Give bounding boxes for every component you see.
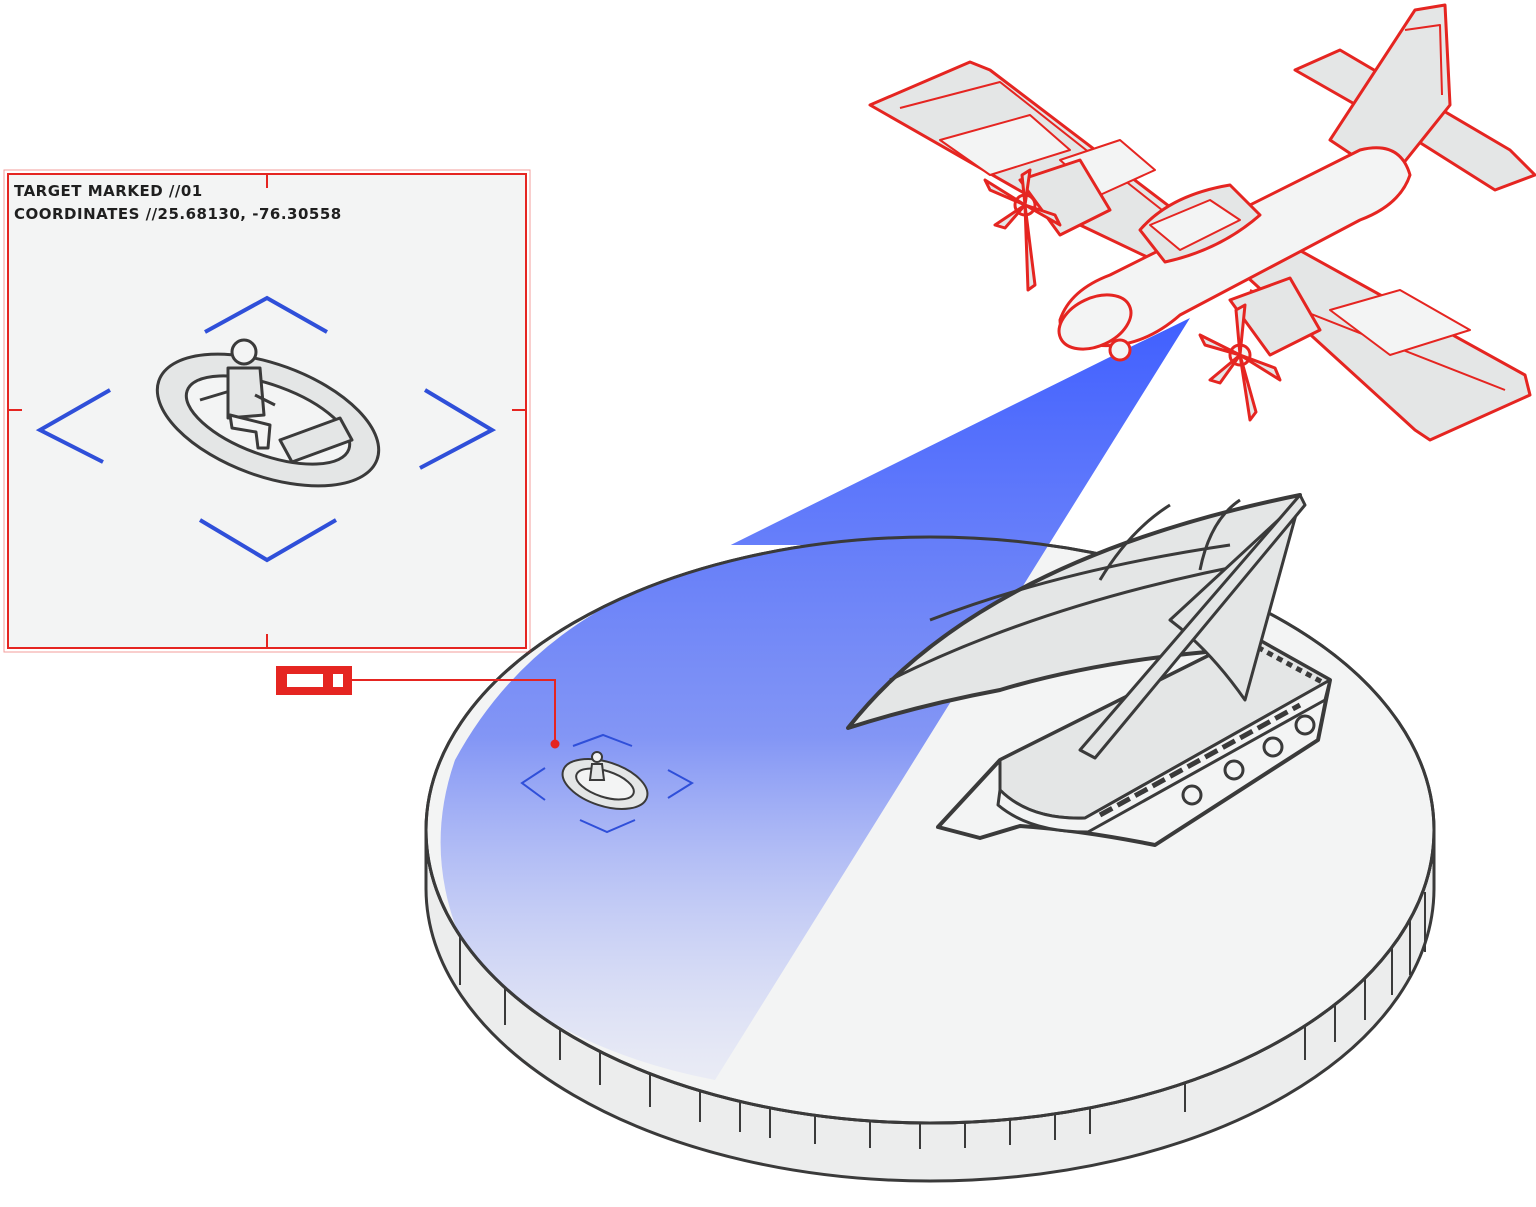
sensor-beam (440, 318, 1190, 1080)
sailboat-icon (846, 493, 1332, 847)
battery-indicator-icon (276, 666, 352, 695)
hud-connector (352, 679, 560, 749)
life-raft-icon (561, 751, 649, 810)
propeller-right-icon (1198, 303, 1282, 422)
hud-coordinates: COORDINATES //25.68130, -76.30558 (14, 205, 342, 223)
target-reticle-small (520, 733, 694, 834)
hud-tick-marks (8, 174, 526, 648)
target-raft-small (520, 733, 694, 834)
target-reticle-icon (35, 295, 497, 563)
propeller-left-icon (983, 168, 1062, 292)
hud-panel: TARGET MARKED //01 COORDINATES //25.6813… (3, 169, 531, 653)
twin-engine-plane-icon (868, 3, 1536, 442)
hud-target-label: TARGET MARKED //01 (14, 182, 203, 200)
life-raft-icon-large (155, 338, 381, 488)
